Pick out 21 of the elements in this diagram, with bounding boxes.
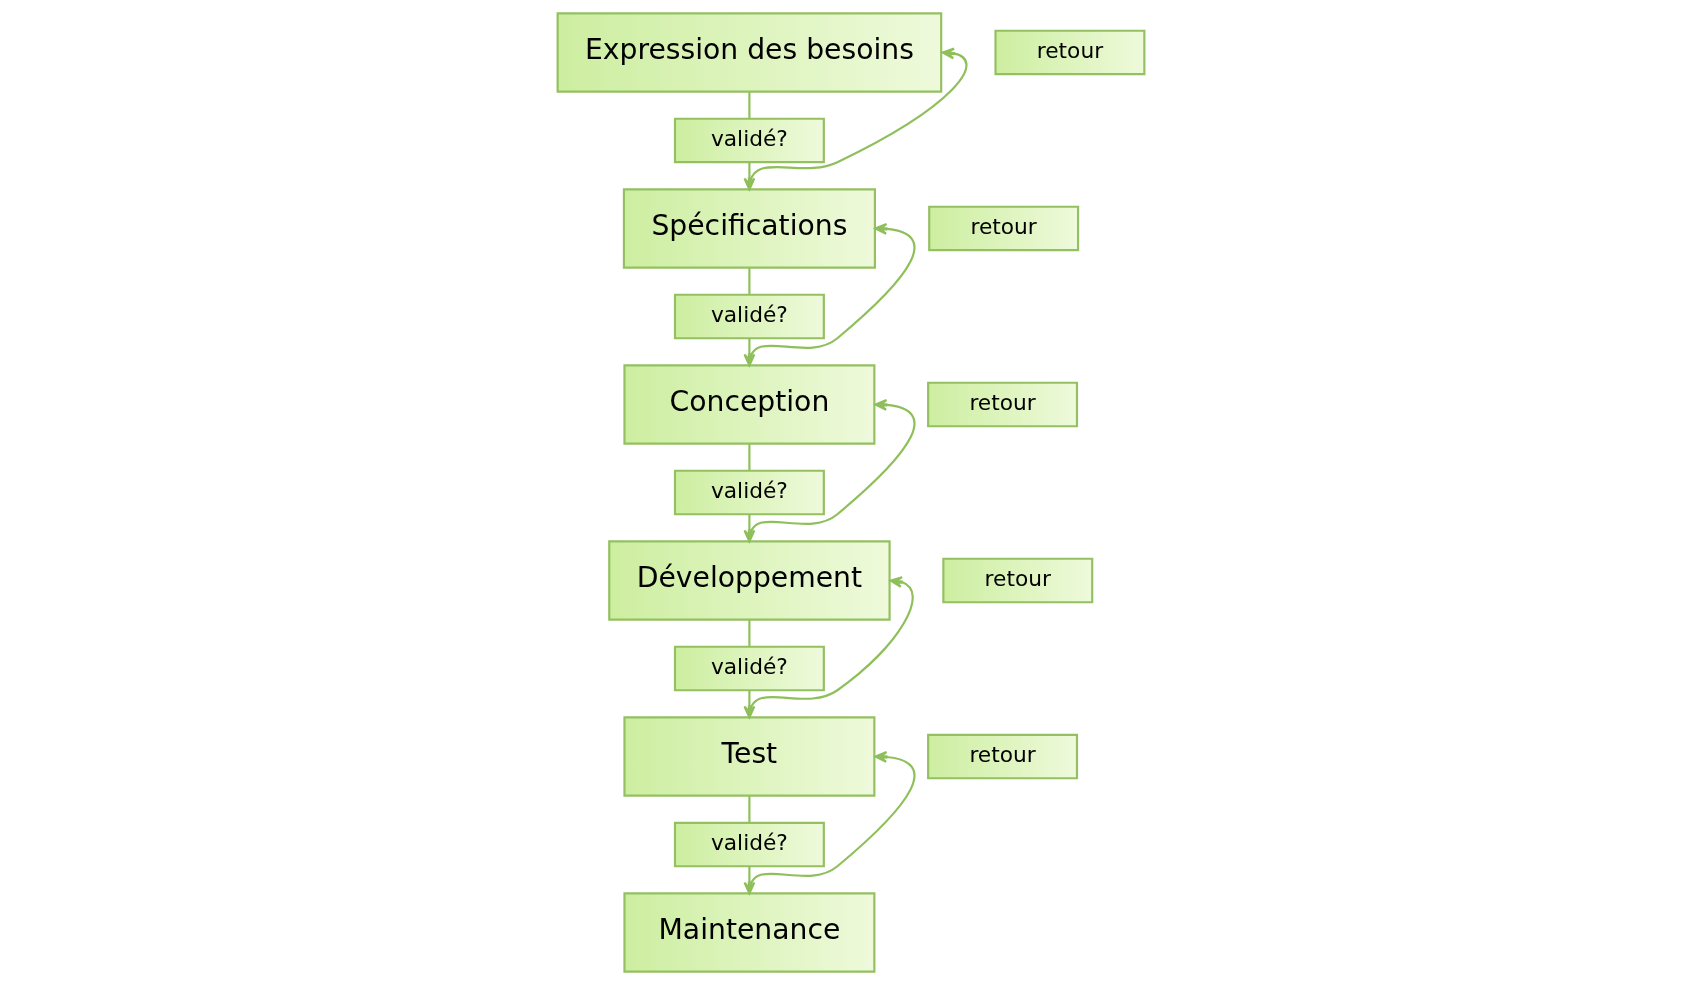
node-box: retour (926, 733, 1078, 779)
connector (747, 91, 750, 118)
node-box: Expression des besoins (556, 11, 942, 93)
connector (747, 619, 750, 646)
node-box: retour (993, 29, 1145, 75)
node-box: Conception (622, 363, 875, 445)
node-box: Spécifications (622, 187, 876, 269)
node-box: validé? (673, 821, 825, 867)
node-box: Maintenance (622, 891, 875, 973)
node-box: retour (941, 557, 1093, 603)
connector (747, 267, 750, 294)
node-box: Développement (607, 539, 891, 621)
node-box: validé? (673, 293, 825, 339)
node-box: validé? (673, 117, 825, 163)
connector (747, 795, 750, 822)
node-box: retour (926, 381, 1078, 427)
node-box: Test (622, 715, 875, 797)
node-box: validé? (673, 469, 825, 515)
connector (747, 443, 750, 470)
node-box: retour (927, 205, 1079, 251)
node-box: validé? (673, 645, 825, 691)
